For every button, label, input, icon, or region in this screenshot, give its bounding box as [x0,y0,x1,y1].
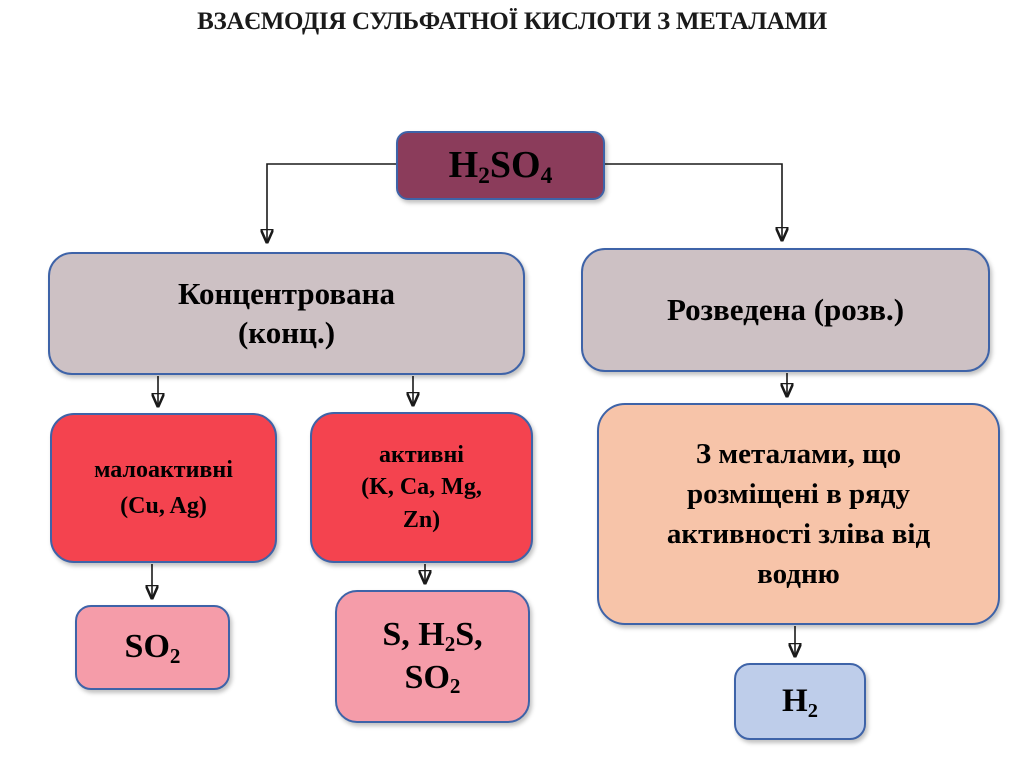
h2-formula: H2 [782,682,818,722]
with-metals-line-4: водню [757,558,840,591]
node-h2: H2 [734,663,866,740]
s-h2s-line-1: S, H2S, [382,616,483,656]
node-h2so4: H2SO4 [396,131,605,200]
node-diluted: Розведена (розв.) [581,248,990,372]
node-metals-left-of-hydrogen: З металами, що розміщені в ряду активнос… [597,403,1000,625]
low-active-line-2: (Cu, Ag) [120,493,207,519]
concentrated-line-2: (конц.) [237,314,336,350]
diluted-label: Розведена (розв.) [666,291,905,327]
active-line-3: Zn) [402,506,441,533]
connector-acid-to-diluted [605,163,782,239]
with-metals-line-3: активності зліва від [666,518,931,550]
low-active-line-1: малоактивні [94,457,233,483]
active-line-1: активні [379,441,464,468]
node-so2: SO2 [75,605,230,690]
node-active-metals: активні (K, Ca, Mg, Zn) [310,412,533,563]
diagram-title: ВЗАЄМОДІЯ СУЛЬФАТНОЇ КИСЛОТИ З МЕТАЛАМИ [197,8,827,35]
active-line-2: (K, Ca, Mg, [361,474,482,501]
so2-formula: SO2 [124,628,181,669]
connector-acid-to-concentrated [267,163,396,241]
node-low-active-metals: малоактивні (Cu, Ag) [50,413,277,563]
with-metals-line-1: З металами, що [695,437,902,470]
node-s-h2s-so2: S, H2S, SO2 [335,590,530,723]
h2so4-formula: H2SO4 [448,143,553,190]
node-concentrated: Концентрована (конц.) [48,252,525,375]
concentrated-line-1: Концентрована [178,275,395,311]
s-h2s-line-2: SO2 [404,658,461,699]
with-metals-line-2: розміщені в ряду [687,477,910,510]
